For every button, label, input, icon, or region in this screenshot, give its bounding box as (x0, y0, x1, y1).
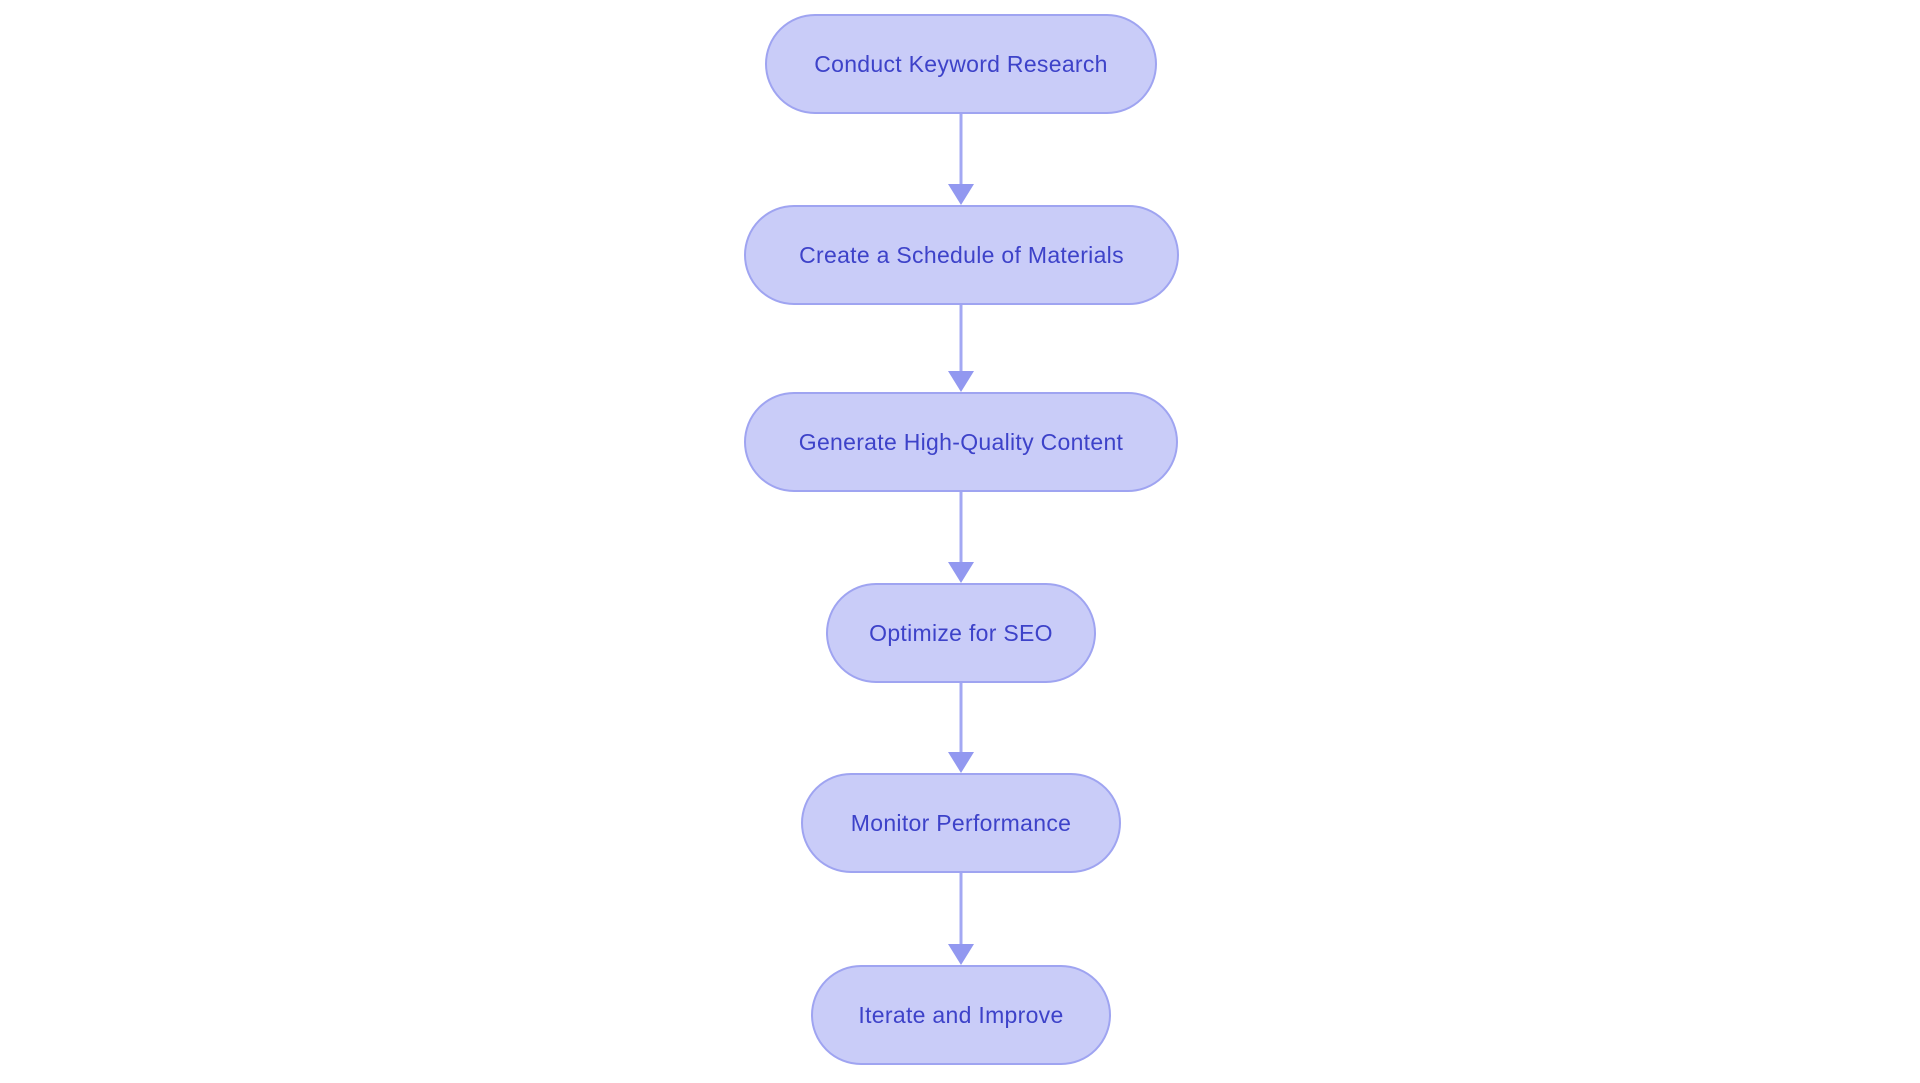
flow-node-label: Iterate and Improve (858, 1001, 1064, 1028)
arrow-shaft (959, 683, 963, 754)
flow-node-generate-high-quality-content: Generate High-Quality Content (744, 392, 1178, 492)
arrow-head-icon (948, 752, 974, 773)
flow-node-create-schedule-of-materials: Create a Schedule of Materials (744, 205, 1179, 305)
arrow-shaft (959, 873, 963, 946)
flow-node-label: Optimize for SEO (869, 619, 1053, 646)
flow-node-label: Create a Schedule of Materials (799, 241, 1124, 268)
arrow-down-1 (948, 114, 974, 205)
arrow-down-5 (948, 873, 974, 965)
arrow-down-2 (948, 305, 974, 392)
flow-node-label: Monitor Performance (850, 809, 1072, 836)
arrow-shaft (959, 114, 963, 186)
arrow-down-4 (948, 683, 974, 773)
arrow-shaft (959, 305, 963, 373)
flow-node-optimize-for-seo: Optimize for SEO (826, 583, 1096, 683)
flow-node-iterate-and-improve: Iterate and Improve (811, 965, 1111, 1065)
flow-node-label: Generate High-Quality Content (798, 428, 1124, 455)
flow-node-monitor-performance: Monitor Performance (801, 773, 1121, 873)
flow-node-label: Conduct Keyword Research (814, 50, 1108, 77)
flow-node-conduct-keyword-research: Conduct Keyword Research (765, 14, 1157, 114)
arrow-down-3 (948, 492, 974, 583)
arrow-head-icon (948, 562, 974, 583)
arrow-head-icon (948, 371, 974, 392)
arrow-shaft (959, 492, 963, 564)
arrow-head-icon (948, 184, 974, 205)
arrow-head-icon (948, 944, 974, 965)
